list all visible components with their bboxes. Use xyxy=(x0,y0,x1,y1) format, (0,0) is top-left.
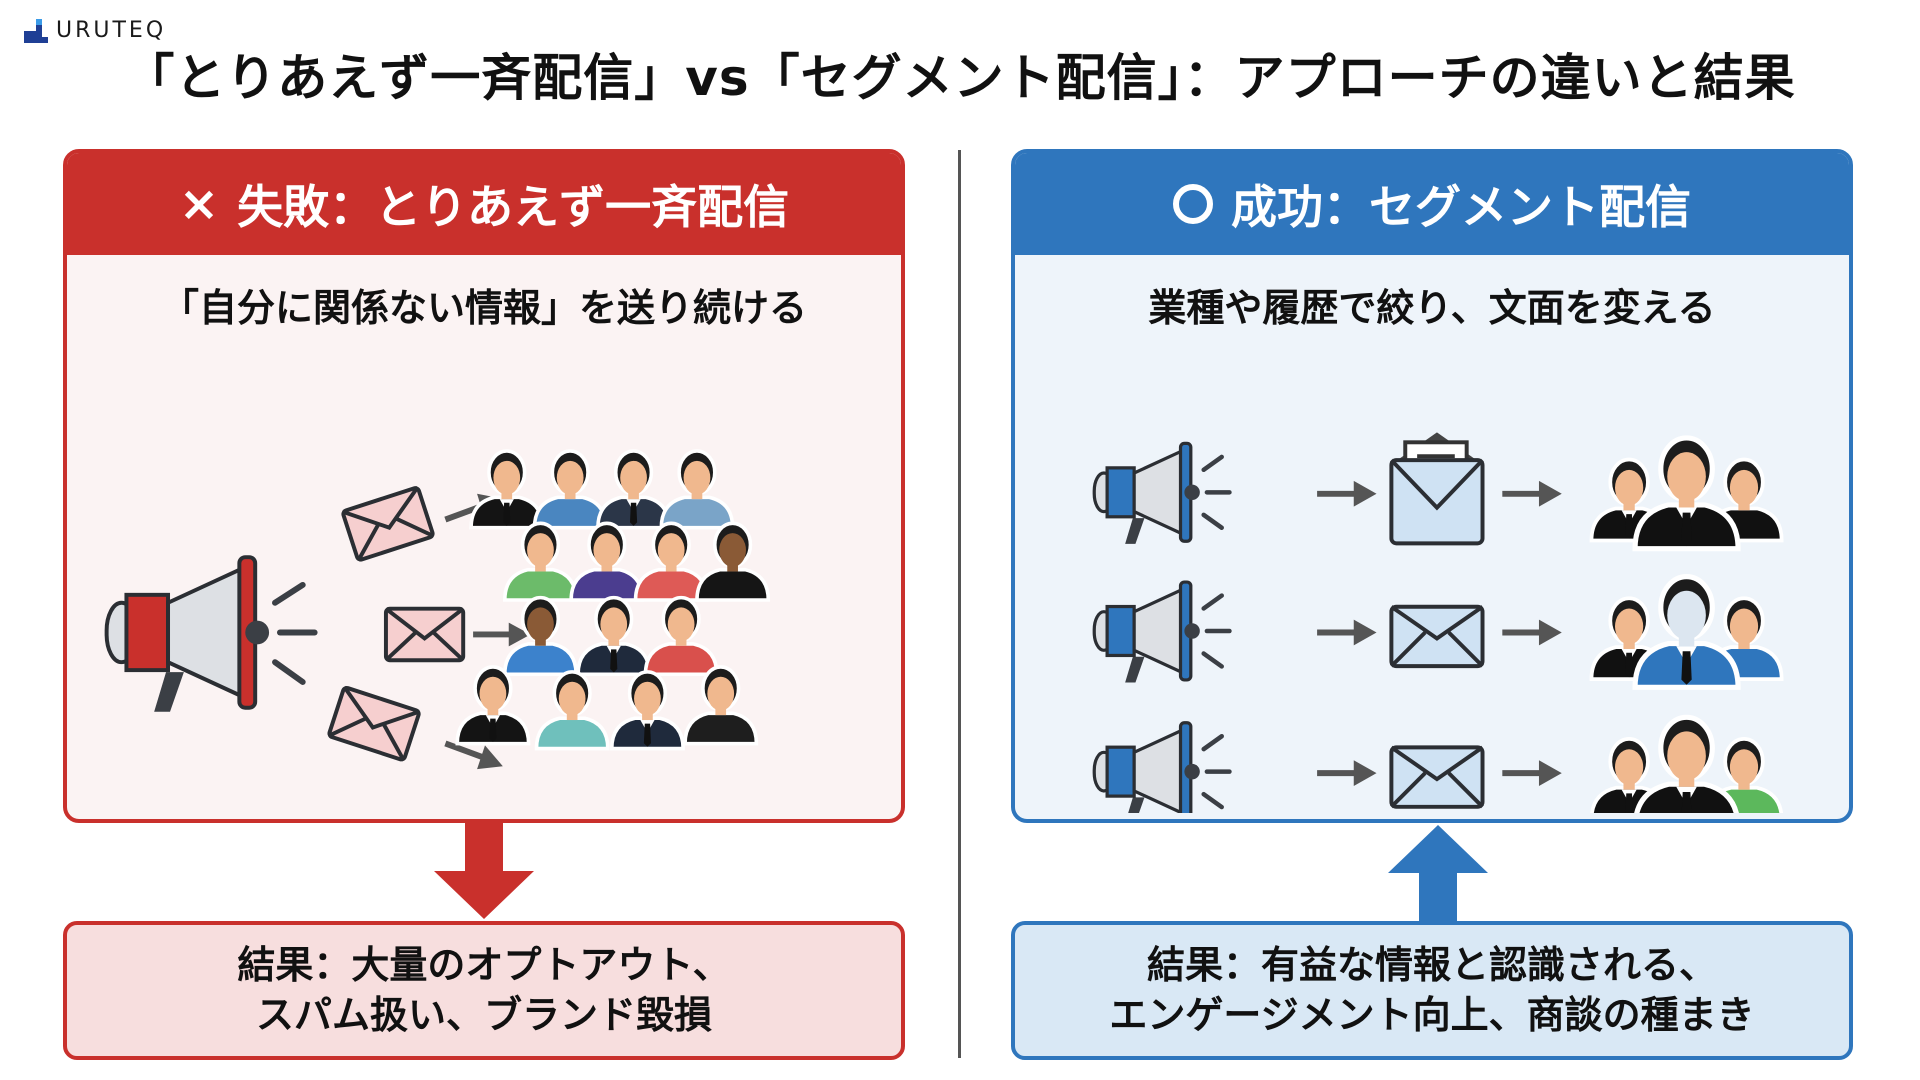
envelope-icon xyxy=(1389,745,1485,809)
fail-illustration xyxy=(104,449,771,770)
fail-result: 結果：大量のオプトアウト、 スパム扱い、ブランド毀損 xyxy=(63,921,905,1060)
success-result-line: エンゲージメント向上、商談の種まき xyxy=(1109,992,1755,1037)
person-icon xyxy=(659,449,735,530)
success-panel: 成功：セグメント配信 業種や履歴で絞り、文面を変える xyxy=(1011,149,1853,823)
person-icon xyxy=(1589,457,1669,543)
person-icon xyxy=(469,449,545,530)
person-icon xyxy=(1632,574,1741,690)
up-arrow-icon xyxy=(1388,825,1488,921)
fail-result-line: 結果：大量のオプトアウト、 xyxy=(237,943,731,988)
person-icon xyxy=(596,449,672,530)
envelope-icon xyxy=(1389,432,1485,546)
envelope-icon xyxy=(383,606,466,663)
segment-row xyxy=(1092,714,1784,813)
person-icon xyxy=(683,665,759,746)
crowd-icon xyxy=(455,449,771,751)
megaphone-icon xyxy=(104,555,318,712)
success-illustration xyxy=(1092,432,1784,813)
person-icon xyxy=(569,521,645,602)
brand-logo: URUTEQ xyxy=(24,18,166,43)
success-result-line: 結果：有益な情報と認識される、 xyxy=(1146,943,1717,988)
divider xyxy=(958,150,961,1058)
brand-name: URUTEQ xyxy=(56,18,167,43)
arrow-icon xyxy=(1317,619,1377,646)
person-icon xyxy=(633,521,709,602)
person-icon xyxy=(643,595,719,677)
person-icon xyxy=(609,670,685,751)
arrow-icon xyxy=(1317,480,1377,507)
fail-panel: × 失敗：とりあえず一斉配信 「自分に関係ない情報」を送り続ける xyxy=(63,149,905,823)
success-subtitle: 業種や履歴で絞り、文面を変える xyxy=(1148,286,1716,330)
envelope-icon xyxy=(341,486,435,562)
person-icon xyxy=(534,670,610,751)
success-heading: 成功：セグメント配信 xyxy=(1231,180,1691,234)
person-icon xyxy=(1704,596,1784,682)
fail-heading: 失敗：とりあえず一斉配信 xyxy=(237,180,790,234)
arrow-icon xyxy=(1317,760,1377,787)
envelope-icon xyxy=(327,685,421,762)
segment-row xyxy=(1092,432,1784,552)
person-icon xyxy=(503,595,578,677)
segment-row xyxy=(1092,574,1784,690)
person-icon xyxy=(455,665,531,746)
cross-icon: × xyxy=(178,176,220,232)
arrow-icon xyxy=(1502,619,1562,646)
group-icon xyxy=(1590,714,1784,813)
group-icon xyxy=(1589,435,1784,552)
megaphone-icon xyxy=(1092,721,1232,813)
success-result: 結果：有益な情報と認識される、 エンゲージメント向上、商談の種まき xyxy=(1011,921,1853,1060)
group-icon xyxy=(1589,574,1784,690)
arrow-icon xyxy=(1502,760,1562,787)
success-header: 成功：セグメント配信 xyxy=(1015,153,1849,255)
megaphone-icon xyxy=(1092,441,1232,544)
person-icon xyxy=(1632,435,1741,552)
logo-icon xyxy=(24,18,48,43)
megaphone-icon xyxy=(1092,580,1232,683)
person-icon xyxy=(503,521,578,602)
arrow-icon xyxy=(1502,480,1562,507)
page-title: 「とりあえず一斉配信」vs「セグメント配信」：アプローチの違いと結果 xyxy=(124,49,1796,107)
fail-result-line: スパム扱い、ブランド毀損 xyxy=(255,992,712,1037)
person-icon xyxy=(695,521,771,602)
person-icon xyxy=(1634,714,1739,813)
fail-header: × 失敗：とりあえず一斉配信 xyxy=(67,153,901,255)
circle-icon xyxy=(1173,184,1213,224)
envelope-icon xyxy=(1389,604,1485,669)
person-icon xyxy=(576,595,652,677)
person-icon xyxy=(532,449,608,530)
fail-subtitle: 「自分に関係ない情報」を送り続ける xyxy=(160,286,807,330)
down-arrow-icon xyxy=(434,823,534,919)
